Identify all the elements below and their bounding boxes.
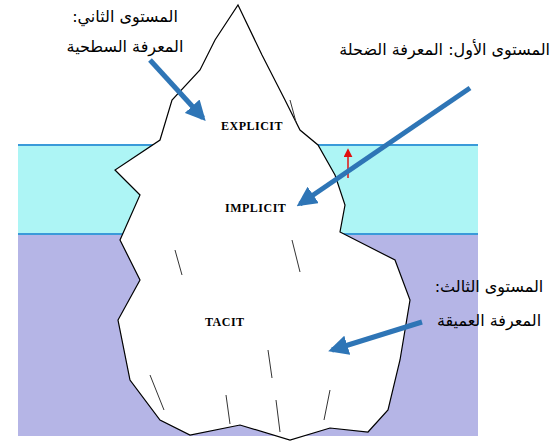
level-label: المستوى الثاني: المعرفة السطحية [50,2,200,63]
pointer-arrow [150,60,203,118]
layer-name: IMPLICIT [225,201,286,216]
level-label: المستوى الثالث: المعرفة العميقة [426,270,552,337]
pointer-arrow [332,322,422,350]
layer-name: EXPLICIT [221,119,283,134]
level-label: المستوى الأول: المعرفة الضحلة [339,40,550,59]
iceberg-outline [115,5,410,440]
pointer-arrow [300,88,470,204]
layer-name: TACIT [205,315,245,330]
iceberg-cracks [150,100,330,432]
